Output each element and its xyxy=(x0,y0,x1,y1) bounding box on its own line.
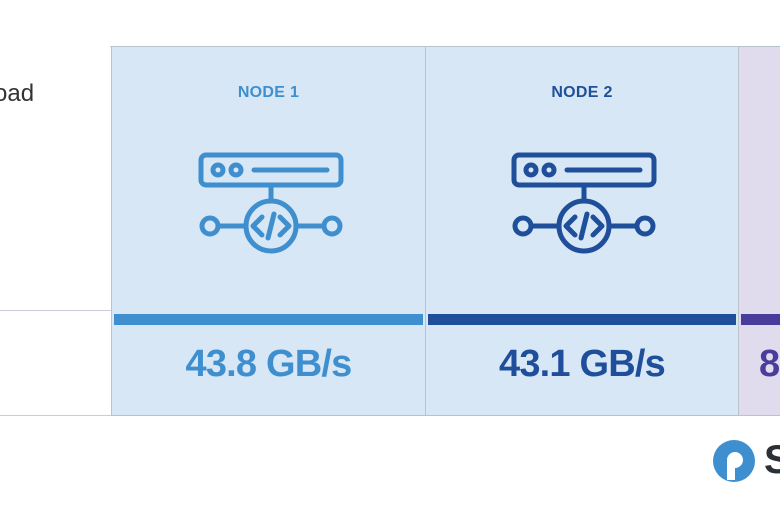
node-3-throughput: 8 xyxy=(759,343,780,385)
node-2-column: NODE 2 43.1 GB/s xyxy=(425,46,739,416)
brand-logo-icon xyxy=(713,440,755,482)
node-1-bar xyxy=(114,314,423,325)
brand-logo-text: S xyxy=(764,438,780,482)
row-divider-left xyxy=(0,310,112,311)
node-1-title: NODE 1 xyxy=(237,84,300,101)
node-1-column: NODE 1 43.8 GB/s xyxy=(111,46,426,416)
node-2-throughput: 43.1 GB/s xyxy=(498,343,666,385)
server-network-code-icon xyxy=(511,152,657,254)
node-3-bar xyxy=(741,314,780,325)
server-network-code-icon xyxy=(198,152,343,254)
node-2-title: NODE 2 xyxy=(551,84,613,101)
row-label: oad xyxy=(0,80,35,107)
node-3-column: 8 xyxy=(738,46,780,416)
node-2-bar xyxy=(428,314,736,325)
node-1-throughput: 43.8 GB/s xyxy=(185,343,352,385)
